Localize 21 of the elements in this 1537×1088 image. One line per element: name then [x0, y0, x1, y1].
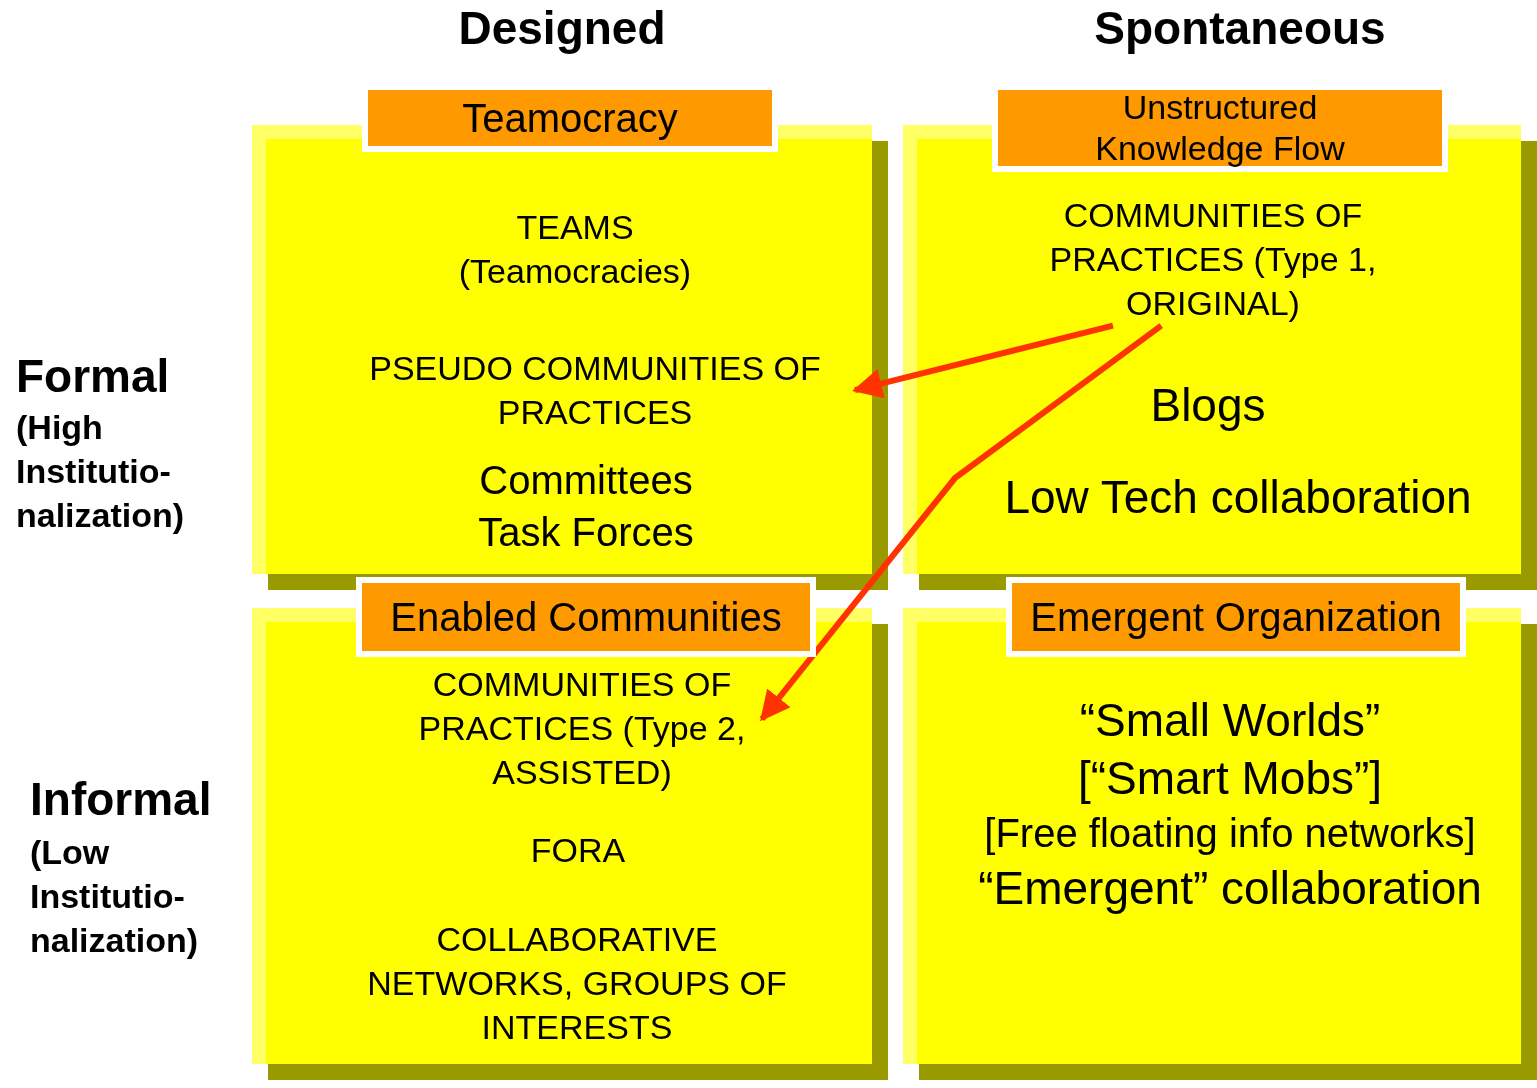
column-heading: Designed	[457, 2, 667, 55]
row-subheading: (High Institutio- nalization)	[16, 407, 186, 537]
item-text: COLLABORATIVE NETWORKS, GROUPS OF INTERESTS	[342, 917, 812, 1050]
arrow	[759, 323, 1164, 722]
item-text: FORA	[478, 828, 678, 873]
item-text: “Small Worlds”	[950, 694, 1510, 747]
item-text: TEAMS (Teamocracies)	[425, 205, 725, 294]
row-heading: Formal	[16, 350, 171, 403]
item-text: COMMUNITIES OF PRACTICES (Type 2, ASSISTED)	[402, 662, 762, 795]
item-text: [“Smart Mobs”]	[950, 752, 1510, 805]
item-text: COMMUNITIES OF PRACTICES (Type 1, ORIGINAL)	[1040, 193, 1386, 326]
item-text: Committees Task Forces	[456, 454, 716, 558]
item-text: [Free floating info networks]	[930, 810, 1530, 856]
row-heading: Informal	[30, 773, 213, 826]
arrow	[852, 322, 1114, 399]
item-text: PSEUDO COMMUNITIES OF PRACTICES	[335, 346, 855, 435]
item-text: Blogs	[1108, 376, 1308, 436]
column-heading: Spontaneous	[1093, 2, 1387, 55]
quadrant-title: Emergent Organization	[1006, 577, 1466, 657]
row-subheading: (Low Institutio- nalization)	[30, 832, 200, 962]
item-text: “Emergent” collaboration	[930, 862, 1530, 915]
